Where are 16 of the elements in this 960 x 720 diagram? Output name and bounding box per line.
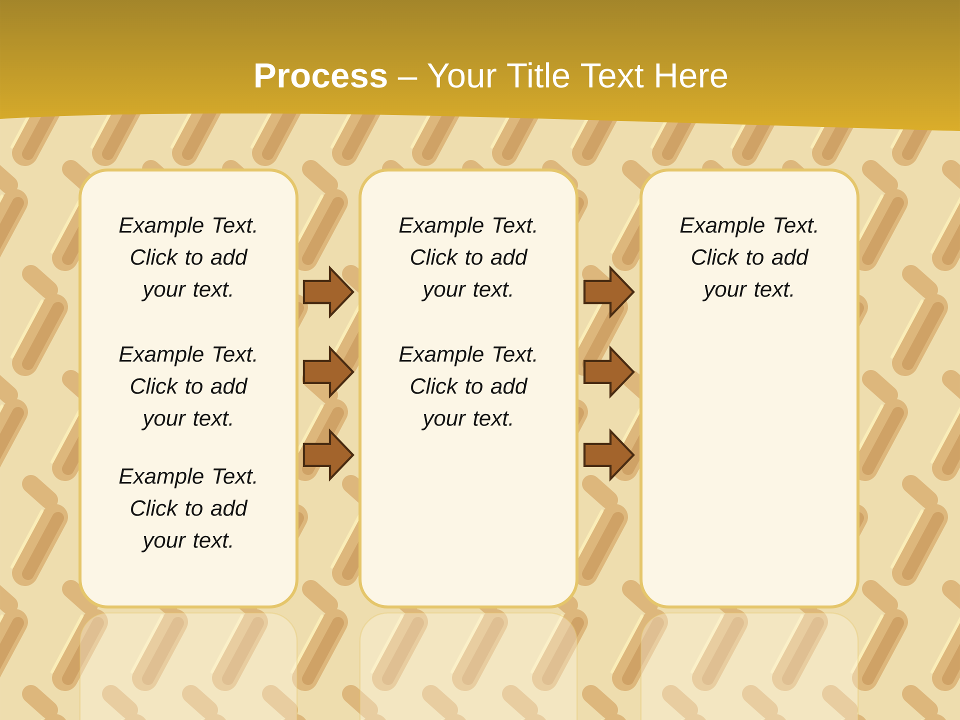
arrow [583, 428, 635, 482]
process-box [78, 168, 298, 608]
title: Process – Your Title Text Here [256, 62, 728, 88]
box-text: Example Text. Click to add your text. [399, 346, 536, 430]
arrow [302, 345, 354, 399]
arrow [302, 265, 354, 319]
arrow [302, 428, 354, 482]
box-text: Example Text. Click to add your text. [119, 216, 256, 302]
arrow [583, 345, 635, 399]
process-box [640, 168, 860, 608]
box-text: Example Text. Click to add your text. [680, 216, 817, 302]
box-text: Example Text. Click to add your text. [119, 346, 256, 430]
box-text: Example Text. Click to add your text. [119, 468, 256, 552]
arrow [583, 265, 635, 319]
process-box [358, 168, 578, 608]
box-text: Example Text. Click to add your text. [399, 216, 536, 302]
